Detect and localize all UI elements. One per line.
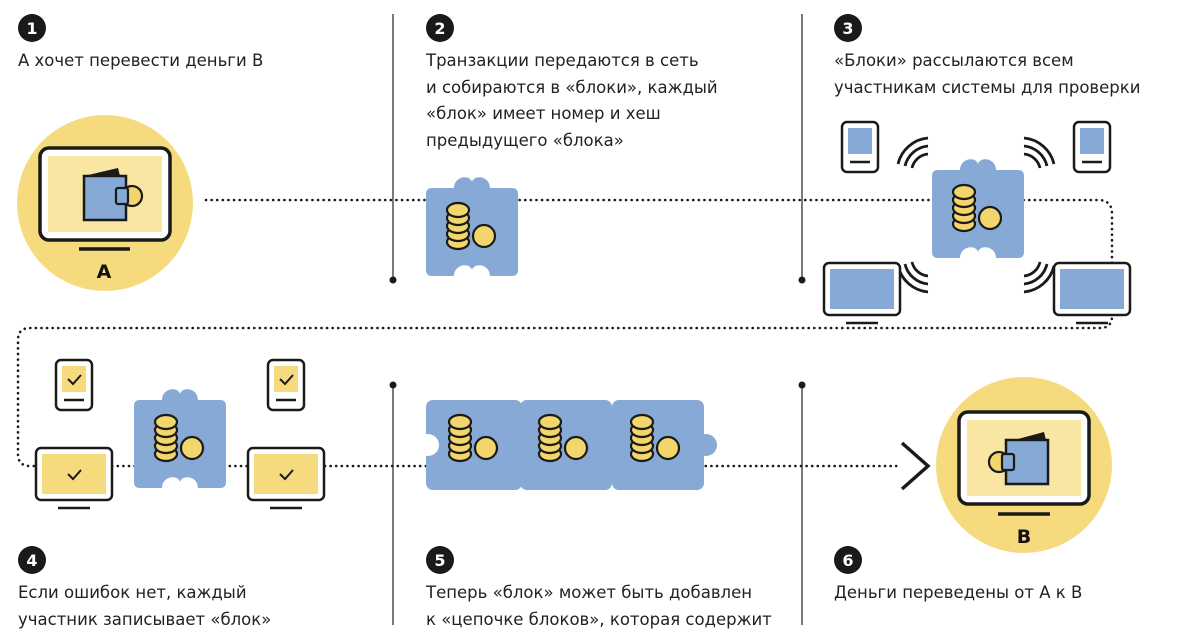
- puzzle-block-icon: [417, 400, 522, 490]
- puzzle-block-icon: [426, 177, 518, 276]
- receiver-label: В: [1017, 526, 1031, 548]
- monitor-icon: [824, 263, 900, 323]
- sender-label: А: [97, 261, 112, 283]
- phone-icon: [268, 360, 304, 410]
- receiver-b-illustration: В: [936, 377, 1112, 553]
- phone-icon: [842, 122, 878, 172]
- puzzle-block-icon: [932, 159, 1024, 258]
- puzzle-block-icon: [520, 400, 612, 490]
- monitor-icon: [1054, 263, 1130, 323]
- phone-icon: [56, 360, 92, 410]
- block-chain-illustration: [417, 400, 717, 490]
- broadcast-illustration: [824, 122, 1130, 323]
- chevron-right-icon: [902, 443, 928, 489]
- monitor-icon: [248, 448, 324, 508]
- puzzle-block-icon: [134, 389, 226, 488]
- column-dividers: [393, 14, 802, 625]
- verification-illustration: [36, 360, 324, 508]
- phone-icon: [1074, 122, 1110, 172]
- monitor-icon: [36, 448, 112, 508]
- sender-a-illustration: А: [17, 115, 193, 291]
- puzzle-block-icon: [612, 400, 717, 490]
